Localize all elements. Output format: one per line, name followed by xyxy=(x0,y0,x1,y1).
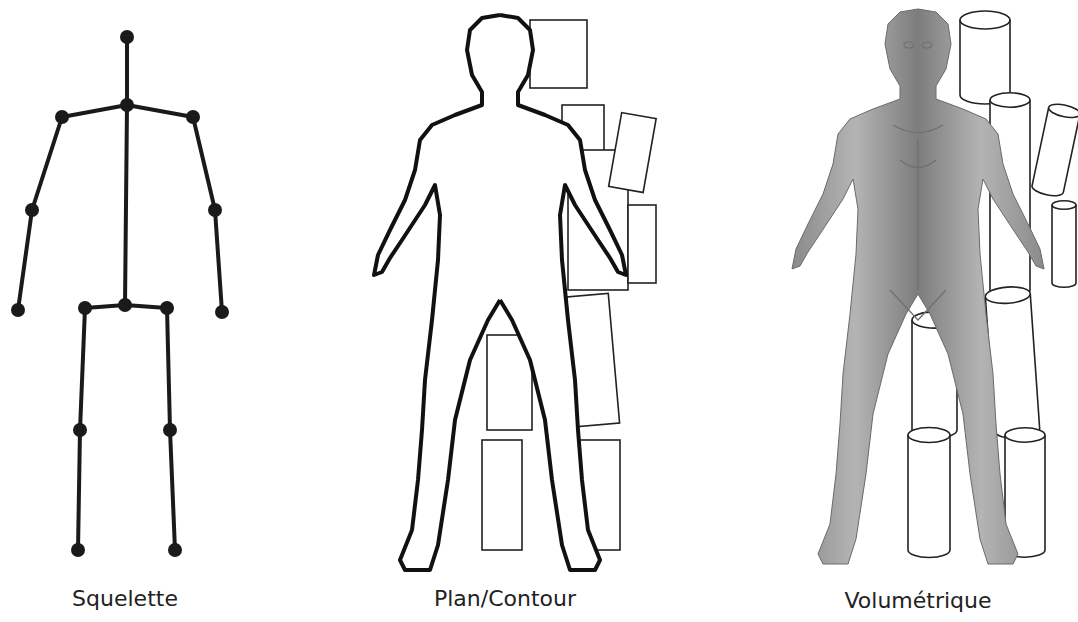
skeleton-joints xyxy=(11,30,229,557)
cylinder xyxy=(908,427,950,557)
figure-caption: Volumétrique xyxy=(844,588,991,613)
figure-caption: Plan/Contour xyxy=(434,586,576,611)
figure-caption: Squelette xyxy=(72,586,178,611)
cylinder xyxy=(960,11,1010,104)
skeleton-figure xyxy=(18,37,222,550)
contour-outline xyxy=(374,15,626,570)
cylinder xyxy=(1052,201,1076,288)
volumetric-body xyxy=(792,9,1044,564)
volumetric-shading xyxy=(890,42,946,320)
cylinder xyxy=(1031,102,1078,198)
